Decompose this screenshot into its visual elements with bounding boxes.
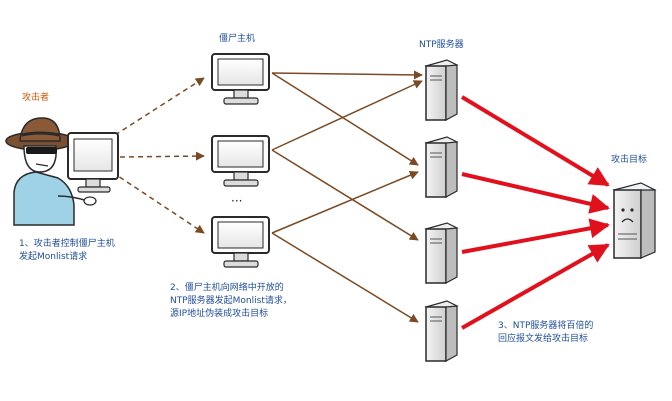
ntp-server-2	[424, 136, 459, 199]
ntp-server-3	[424, 222, 459, 285]
zombie-host-1	[211, 53, 270, 105]
ntp-server-1	[424, 59, 459, 122]
step-2-line-2: NTP服务器发起Monlist请求，	[170, 296, 292, 306]
arrow-z2-s3	[271, 149, 419, 241]
zombie-hosts-label: 僵尸主机	[219, 34, 256, 44]
zombie-host-3	[211, 216, 270, 268]
ntp-servers-label: NTP服务器	[419, 40, 464, 50]
step-2-line-3: 源IP地址伪装成攻击目标	[170, 309, 269, 319]
attacker-label: 攻击者	[22, 93, 50, 103]
arrow-z3-s4	[271, 232, 419, 323]
dashed-arrow-zombie-2	[119, 151, 205, 161]
step-3-line-1: 3、NTP服务器将百倍的	[498, 321, 594, 331]
attacker-figure	[5, 117, 97, 226]
target-label: 攻击目标	[611, 155, 648, 165]
attacker-computer	[67, 132, 119, 193]
target-server	[612, 182, 657, 259]
step-1-text: 1、攻击者控制僵尸主机 发起Monlist请求	[19, 238, 115, 264]
arrow-z1-s1	[271, 70, 423, 80]
red-arrow-s4-target	[461, 243, 610, 330]
step-1-line-1: 1、攻击者控制僵尸主机	[19, 239, 115, 249]
red-arrow-s2-target	[461, 172, 610, 214]
step-2-line-1: 2、僵尸主机向网络中开放的	[170, 283, 284, 293]
arrow-z1-s2	[271, 72, 419, 166]
step-2-text: 2、僵尸主机向网络中开放的 NTP服务器发起Monlist请求， 源IP地址伪装…	[170, 282, 292, 321]
ntp-to-target-arrows	[460, 95, 610, 330]
step-1-line-2: 发起Monlist请求	[19, 252, 88, 262]
arrow-z3-s2	[271, 170, 419, 234]
zombie-host-2	[211, 135, 270, 187]
ntp-server-4	[424, 300, 459, 363]
red-arrow-s1-target	[460, 95, 610, 187]
zombie-to-ntp-arrows	[271, 70, 423, 323]
dashed-arrow-zombie-3	[111, 171, 205, 234]
dashed-arrow-zombie-1	[114, 77, 205, 136]
step-3-line-2: 回应报文发给攻击目标	[498, 334, 589, 344]
step-3-text: 3、NTP服务器将百倍的 回应报文发给攻击目标	[498, 320, 593, 346]
attacker-to-zombie-arrows	[111, 77, 205, 234]
arrow-z2-s1	[271, 80, 423, 151]
red-arrow-s3-target	[461, 218, 610, 254]
zombie-ellipsis: ···	[231, 194, 243, 208]
